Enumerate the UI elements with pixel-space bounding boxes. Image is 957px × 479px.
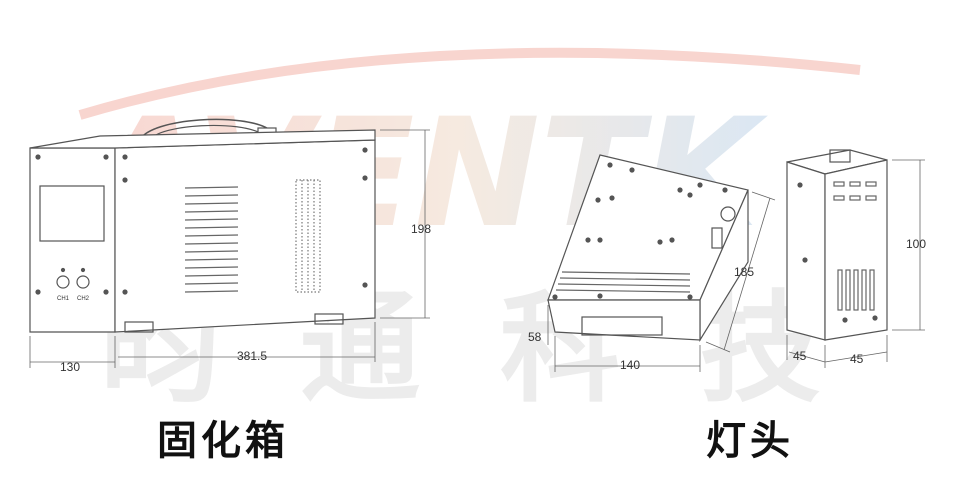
lamp-vent-slots <box>555 271 691 293</box>
small-left-face <box>786 161 826 341</box>
watermark-swoosh <box>78 47 861 120</box>
lamp-head-drawing <box>547 154 749 343</box>
lamp-dimension-lines <box>547 191 776 372</box>
side-vent-slots <box>184 186 239 293</box>
small-right-face <box>824 159 888 341</box>
dim-small-height: 100 <box>906 237 926 251</box>
box-side-face <box>114 139 376 333</box>
dim-lamp-width: 140 <box>620 358 640 372</box>
display-screen <box>39 185 105 242</box>
box-top-face <box>29 129 376 149</box>
dim-lamp-length: 185 <box>734 265 754 279</box>
small-vent-slots <box>833 181 877 311</box>
lamp-connector <box>720 206 736 222</box>
dim-box-length: 381.5 <box>237 349 267 363</box>
label-ch1: CH1 <box>57 296 70 302</box>
lamp-window <box>581 316 663 336</box>
caption-curing-box: 固化箱 <box>157 418 289 464</box>
curing-box-drawing <box>29 118 376 333</box>
dim-box-height: 198 <box>411 222 431 236</box>
box-dimension-lines <box>29 129 430 368</box>
handle <box>139 118 271 141</box>
knob-ch1 <box>56 275 70 289</box>
caption-lamp-head: 灯头 <box>706 418 794 464</box>
dim-small-width: 45 <box>850 352 864 366</box>
small-dimension-lines <box>786 159 925 368</box>
box-front-face <box>29 147 116 333</box>
label-ch2: CH2 <box>77 296 90 302</box>
dim-small-depth: 45 <box>793 349 807 363</box>
dim-box-depth: 130 <box>60 360 80 374</box>
dim-lamp-height: 58 <box>528 330 542 344</box>
knob-ch2 <box>76 275 90 289</box>
small-lamp-drawing <box>786 149 888 341</box>
